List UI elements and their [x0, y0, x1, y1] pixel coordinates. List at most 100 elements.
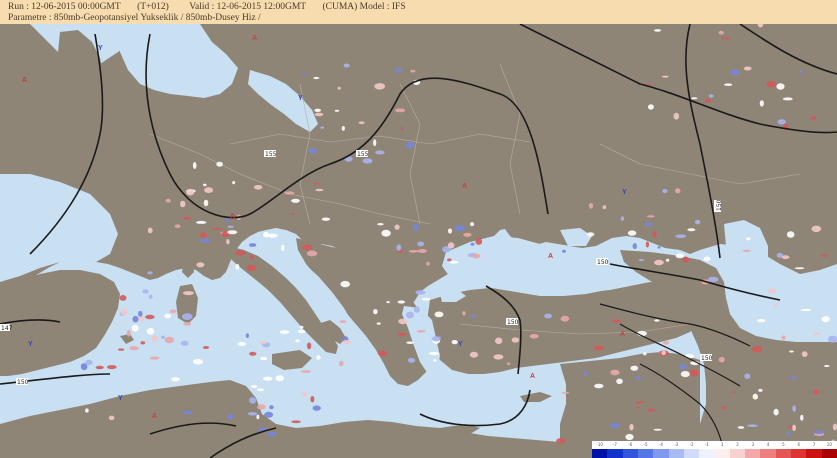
vertical-velocity-cell — [800, 308, 812, 312]
legend-swatch — [653, 449, 669, 458]
vertical-velocity-cell — [689, 369, 700, 377]
vertical-velocity-cell — [145, 314, 155, 320]
vertical-velocity-cell — [85, 359, 93, 366]
vertical-velocity-cell — [306, 250, 318, 257]
vertical-velocity-cell — [781, 335, 786, 340]
legend-swatch — [806, 449, 822, 458]
vertical-velocity-cell — [695, 219, 701, 225]
legend-tick-label: -4 — [658, 442, 663, 447]
vertical-velocity-cell — [249, 397, 257, 404]
vertical-velocity-cell — [801, 351, 808, 357]
legend-swatch — [821, 449, 837, 458]
vertical-velocity-cell — [506, 362, 511, 366]
map-header: Run : 12-06-2015 00:00GMT (T+012) Valid … — [0, 0, 837, 24]
vertical-velocity-cell — [264, 411, 274, 418]
vertical-velocity-cell — [313, 76, 320, 80]
legend-swatch — [791, 449, 807, 458]
vertical-velocity-cell — [593, 345, 604, 351]
vertical-velocity-cell — [314, 112, 324, 117]
vertical-velocity-cell — [675, 234, 687, 238]
vertical-velocity-cell — [562, 249, 566, 253]
legend-swatch — [775, 449, 792, 458]
legend-swatch — [592, 449, 608, 458]
vertical-velocity-cell — [647, 408, 655, 412]
sea-marmara — [440, 290, 466, 302]
vertical-velocity-cell — [718, 30, 724, 35]
vertical-velocity-cell — [675, 253, 685, 259]
vertical-velocity-cell — [248, 243, 257, 247]
vertical-velocity-cell — [781, 255, 790, 260]
legend-tick-label: -5 — [643, 442, 648, 447]
vertical-velocity-cell — [299, 325, 304, 329]
vertical-velocity-cell — [196, 262, 205, 268]
forecast-step: (T+012) — [137, 2, 169, 12]
vertical-velocity-cell — [394, 224, 400, 230]
vertical-velocity-cell — [746, 237, 751, 241]
vertical-velocity-cell — [511, 337, 520, 343]
vertical-velocity-cell — [235, 263, 240, 270]
vertical-velocity-cell — [186, 188, 195, 196]
vertical-velocity-cell — [147, 227, 153, 234]
vertical-velocity-cell — [682, 256, 689, 263]
contour-label: 155 — [265, 151, 277, 158]
vertical-velocity-cell — [560, 315, 570, 322]
vertical-velocity-cell — [377, 350, 388, 357]
vertical-velocity-cell — [471, 314, 476, 319]
vertical-velocity-cell — [647, 104, 654, 110]
vertical-velocity-cell — [193, 358, 203, 365]
vertical-velocity-cell — [561, 391, 570, 394]
vertical-velocity-cell — [256, 388, 264, 392]
legend-swatch — [622, 449, 638, 458]
vertical-velocity-cell — [731, 391, 736, 394]
vertical-velocity-cell — [451, 340, 458, 345]
contour-line — [639, 363, 725, 453]
vertical-velocity-cell — [263, 231, 269, 238]
vertical-velocity-cell — [376, 322, 381, 325]
vertical-velocity-cell — [80, 363, 88, 371]
high-pressure-marker: A — [22, 77, 27, 84]
vertical-velocity-cell — [181, 313, 193, 320]
contour-label: 150 — [716, 199, 723, 211]
sea-biscay — [0, 174, 118, 282]
vertical-velocity-cell — [657, 246, 661, 249]
land-anatolia — [428, 282, 704, 374]
vertical-velocity-cell — [226, 414, 234, 420]
vertical-velocity-cell — [340, 280, 351, 288]
vertical-velocity-cell — [813, 430, 825, 435]
vertical-velocity-cell — [630, 365, 639, 371]
vertical-velocity-cell — [202, 346, 210, 349]
vertical-velocity-cell — [373, 309, 378, 315]
vertical-velocity-cell — [338, 360, 344, 367]
land-italy-heel — [318, 320, 346, 344]
legend-swatch — [699, 449, 715, 458]
legend-swatch — [729, 449, 746, 458]
vertical-velocity-cell — [449, 260, 459, 264]
vertical-velocity-cell — [245, 333, 249, 338]
legend-tick-label: 6 — [797, 442, 800, 447]
legend-color-bar — [592, 449, 837, 458]
vertical-velocity-cell — [743, 66, 752, 71]
vertical-velocity-cell — [406, 341, 415, 345]
vertical-velocity-cell — [730, 69, 740, 76]
vertical-velocity-cell — [151, 335, 159, 342]
vertical-velocity-cell — [339, 320, 347, 323]
vertical-velocity-cell — [810, 115, 817, 120]
vertical-velocity-cell — [358, 121, 365, 125]
vertical-velocity-cell — [776, 252, 784, 258]
vertical-velocity-cell — [312, 182, 320, 185]
vertical-velocity-cell — [724, 83, 733, 86]
vertical-velocity-cell — [421, 297, 431, 301]
low-pressure-marker: Y — [28, 341, 33, 348]
vertical-velocity-cell — [315, 188, 324, 192]
vertical-velocity-cell — [447, 242, 455, 249]
vertical-velocity-cell — [85, 408, 89, 413]
contour-line — [209, 427, 277, 458]
vertical-velocity-cell — [337, 86, 341, 90]
vertical-velocity-cell — [395, 67, 402, 73]
vertical-velocity-cell — [246, 264, 257, 271]
vertical-velocity-cell — [397, 300, 406, 304]
land-ireland — [8, 66, 48, 116]
vertical-velocity-cell — [232, 181, 236, 185]
vertical-velocity-cell — [472, 253, 481, 259]
vertical-velocity-cell — [227, 225, 234, 228]
